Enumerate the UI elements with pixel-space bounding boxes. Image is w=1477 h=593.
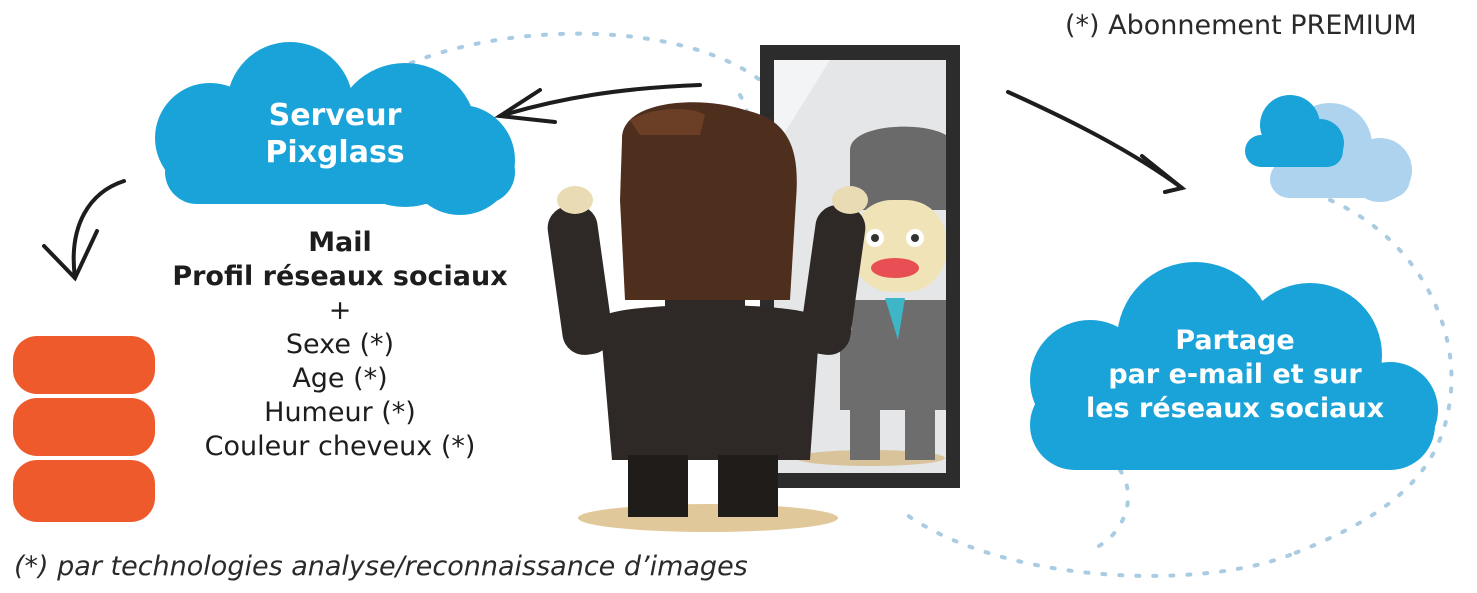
arrow-to-share (1006, 90, 1187, 194)
share-cloud-icon (1030, 262, 1438, 470)
list-item-sexe: Sexe (*) (285, 329, 395, 360)
small-cloud-icon (1245, 95, 1412, 202)
list-item-mail: Mail (308, 227, 372, 258)
list-item-humeur: Humeur (*) (264, 397, 416, 428)
collected-data-list: Mail Profil réseaux sociaux + Sexe (*) A… (150, 226, 530, 464)
share-cloud-label: Partage par e-mail et sur les réseaux so… (1040, 324, 1430, 426)
arrow-to-server (494, 83, 702, 124)
list-item-age: Age (*) (292, 363, 388, 394)
database-icon (13, 336, 155, 522)
share-cloud-line3: les réseaux sociaux (1085, 393, 1385, 424)
man-at-mirror-illustration (547, 102, 868, 532)
server-cloud-line2: Pixglass (265, 134, 405, 170)
premium-note: (*) Abonnement PREMIUM (1065, 10, 1417, 41)
share-cloud-line1: Partage (1175, 325, 1295, 356)
footnote: (*) par technologies analyse/reconnaissa… (14, 551, 748, 582)
mirror-illustration (760, 45, 960, 488)
list-plus: + (328, 295, 352, 326)
list-item-cheveux: Couleur cheveux (*) (204, 431, 476, 462)
server-cloud-line1: Serveur (268, 98, 402, 133)
server-cloud-icon (155, 42, 515, 215)
list-item-profile: Profil réseaux sociaux (172, 261, 508, 292)
arrow-to-database (42, 179, 126, 282)
share-cloud-line2: par e-mail et sur (1108, 359, 1362, 390)
server-cloud-label: Serveur Pixglass (205, 98, 465, 171)
